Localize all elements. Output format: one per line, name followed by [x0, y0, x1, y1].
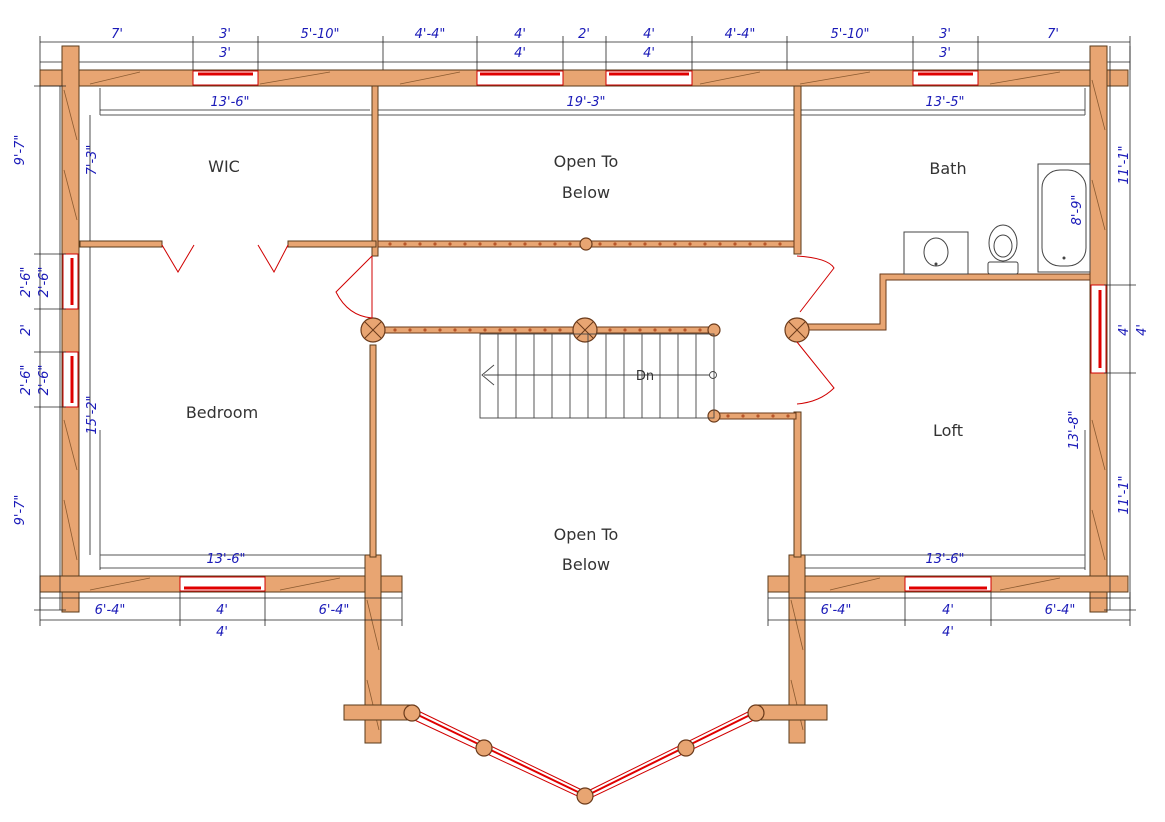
bath-fixtures — [903, 163, 1091, 275]
room-open-bottom-line1: Open To — [554, 525, 619, 544]
dim-right-outer-bottom: 11'-1" — [1117, 475, 1132, 514]
left-dimension-labels: 9'-7" 7'-3" 2'-6" 2'-6" 2' 2'-6" 2'-6" 1… — [13, 135, 100, 526]
dim-top-9: 3' — [939, 27, 951, 42]
dim-left-mid: 2' — [19, 324, 34, 336]
dim-bedroom-width: 13'-6" — [206, 552, 245, 567]
dim-wic-width: 13'-6" — [210, 95, 249, 110]
dim-right-outer-top: 11'-1" — [1117, 145, 1132, 184]
top-wall — [39, 69, 1129, 87]
right-wall — [1089, 45, 1108, 613]
bottom-dimension-labels: 6'-4" 4' 6'-4" 4' 6'-4" 4' 6'-4" 4' — [95, 603, 1076, 640]
toilet — [987, 224, 1019, 275]
dim-top-5: 2' — [578, 27, 590, 42]
bottom-right-wall — [767, 575, 1129, 593]
dim-left-outer-bottom: 9'-7" — [13, 495, 28, 526]
bay-logs — [343, 554, 828, 805]
stair-direction-label: Dn — [636, 369, 654, 384]
dim-top-window-2: 4' — [643, 46, 655, 61]
dim-top-3: 4'-4" — [415, 27, 446, 42]
dim-bottom-right-window: 4' — [942, 625, 954, 640]
room-bedroom: Bedroom — [186, 403, 258, 422]
room-open-bottom-line2: Below — [562, 555, 610, 574]
dim-bottom-left-1: 4' — [216, 603, 228, 618]
right-dimension-labels: 11'-1" 8'-9" 4' 4' 13'-8" 11'-1" — [1067, 145, 1150, 514]
dim-top-window-3: 3' — [939, 46, 951, 61]
dim-right-tub: 8'-9" — [1070, 195, 1085, 226]
interior-walls — [79, 85, 1091, 570]
dim-top-0: 7' — [111, 27, 123, 42]
dim-top-8: 5'-10" — [830, 27, 869, 42]
bottom-left-wall — [39, 575, 403, 593]
dim-bottom-right-1: 4' — [942, 603, 954, 618]
dim-loft-width: 13'-6" — [925, 552, 964, 567]
dim-left-win1-outer: 2'-6" — [19, 267, 34, 298]
dim-top-window-0: 3' — [219, 46, 231, 61]
dim-right-window-inner: 4' — [1117, 324, 1132, 336]
dim-open-width: 19'-3" — [566, 95, 605, 110]
staircase: Dn — [479, 333, 717, 419]
left-wall — [61, 45, 80, 613]
dim-top-2: 5'-10" — [300, 27, 339, 42]
dim-right-loft: 13'-8" — [1067, 410, 1082, 449]
room-open-top-line2: Below — [562, 183, 610, 202]
dim-top-10: 7' — [1047, 27, 1059, 42]
room-bath: Bath — [929, 159, 966, 178]
dim-left-win1-inner: 2'-6" — [37, 267, 52, 298]
dim-top-window-1: 4' — [514, 46, 526, 61]
left-dimension-lines — [34, 85, 91, 611]
room-open-top-line1: Open To — [554, 152, 619, 171]
dim-top-1: 3' — [219, 27, 231, 42]
dim-top-7: 4'-4" — [725, 27, 756, 42]
dim-left-inner-top: 7'-3" — [85, 145, 100, 176]
railings — [360, 237, 810, 423]
bottom-dimension-lines — [39, 592, 1131, 626]
room-width-labels: 13'-6" 19'-3" 13'-5" 13'-6" 13'-6" — [206, 95, 964, 567]
dim-bath-width: 13'-5" — [925, 95, 964, 110]
dim-left-outer-top: 9'-7" — [13, 135, 28, 166]
dim-bottom-right-2: 6'-4" — [1045, 603, 1076, 618]
dim-top-6: 4' — [643, 27, 655, 42]
room-loft: Loft — [933, 421, 963, 440]
room-labels: WIC Open To Below Bath Bedroom Loft Open… — [186, 152, 967, 574]
dim-bottom-left-window: 4' — [216, 625, 228, 640]
right-dimension-lines — [1104, 46, 1136, 611]
dim-bottom-left-2: 6'-4" — [319, 603, 350, 618]
dim-left-win2-inner: 2'-6" — [37, 365, 52, 396]
dim-bottom-left-0: 6'-4" — [95, 603, 126, 618]
dim-right-window-outer: 4' — [1135, 324, 1150, 336]
dim-left-win2-outer: 2'-6" — [19, 365, 34, 396]
doors — [161, 244, 835, 405]
room-wic: WIC — [208, 157, 240, 176]
dim-top-4: 4' — [514, 27, 526, 42]
room-width-lines — [100, 109, 1085, 569]
top-dimension-labels: 7' 3' 5'-10" 4'-4" 4' 2' 4' 4'-4" 5'-10"… — [111, 27, 1059, 61]
dim-bottom-right-0: 6'-4" — [821, 603, 852, 618]
dim-left-inner-bottom: 15'-2" — [85, 395, 100, 434]
